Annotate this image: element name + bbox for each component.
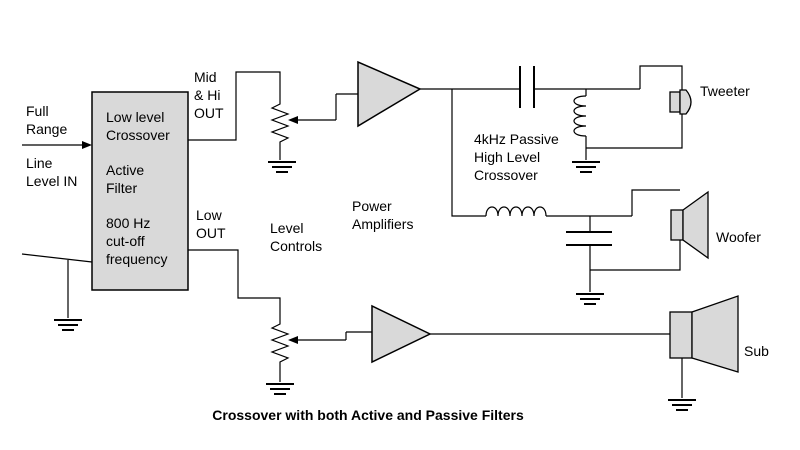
ground-symbol (268, 161, 296, 173)
tweeter-return-wire (586, 112, 683, 149)
line-level-label: Line Level IN (26, 155, 77, 189)
low-out-wire (188, 249, 281, 318)
sub-label: Sub (744, 343, 769, 359)
mid-hi-level-potentiometer (270, 93, 358, 160)
tweeter-speaker (669, 89, 692, 115)
woofer-label: Woofer (716, 229, 761, 245)
passive-crossover-label: 4kHz Passive High Level Crossover (474, 131, 563, 183)
ground-symbol (572, 161, 600, 173)
mid-hi-wire (188, 71, 281, 141)
woofer-series-inductor (485, 206, 632, 217)
tweeter-shunt-inductor (573, 89, 587, 160)
woofer-branch-wire (451, 89, 486, 217)
crossover-box-label: Low level Crossover Active Filter 800 Hz… (106, 109, 174, 267)
low-out-label: Low OUT (196, 207, 226, 241)
woofer-wire-top (631, 189, 680, 216)
mid-hi-out-label: Mid & Hi OUT (194, 69, 224, 121)
tweeter-label: Tweeter (700, 83, 750, 99)
low-level-potentiometer (270, 318, 372, 382)
sub-speaker (669, 295, 739, 373)
sub-power-amplifier (371, 304, 432, 364)
tweeter-capacitor (519, 66, 640, 108)
woofer-return-wire (590, 240, 681, 271)
full-range-input (22, 141, 92, 149)
full-range-label: Full Range (26, 103, 67, 137)
level-controls-label: Level Controls (270, 220, 322, 254)
ground-symbol (576, 293, 604, 305)
ground-symbol (266, 383, 294, 395)
ground-symbol (668, 399, 696, 411)
woofer-shunt-capacitor (566, 216, 612, 292)
tweeter-wire-top (639, 65, 683, 92)
mid-hi-power-amplifier (357, 60, 422, 128)
diagram-caption: Crossover with both Active and Passive F… (212, 407, 524, 423)
power-amplifiers-label: Power Amplifiers (352, 198, 413, 232)
active-crossover-box (91, 91, 189, 291)
ground-symbol (54, 319, 82, 331)
line-level-input (21, 253, 93, 331)
woofer-speaker (670, 190, 709, 260)
